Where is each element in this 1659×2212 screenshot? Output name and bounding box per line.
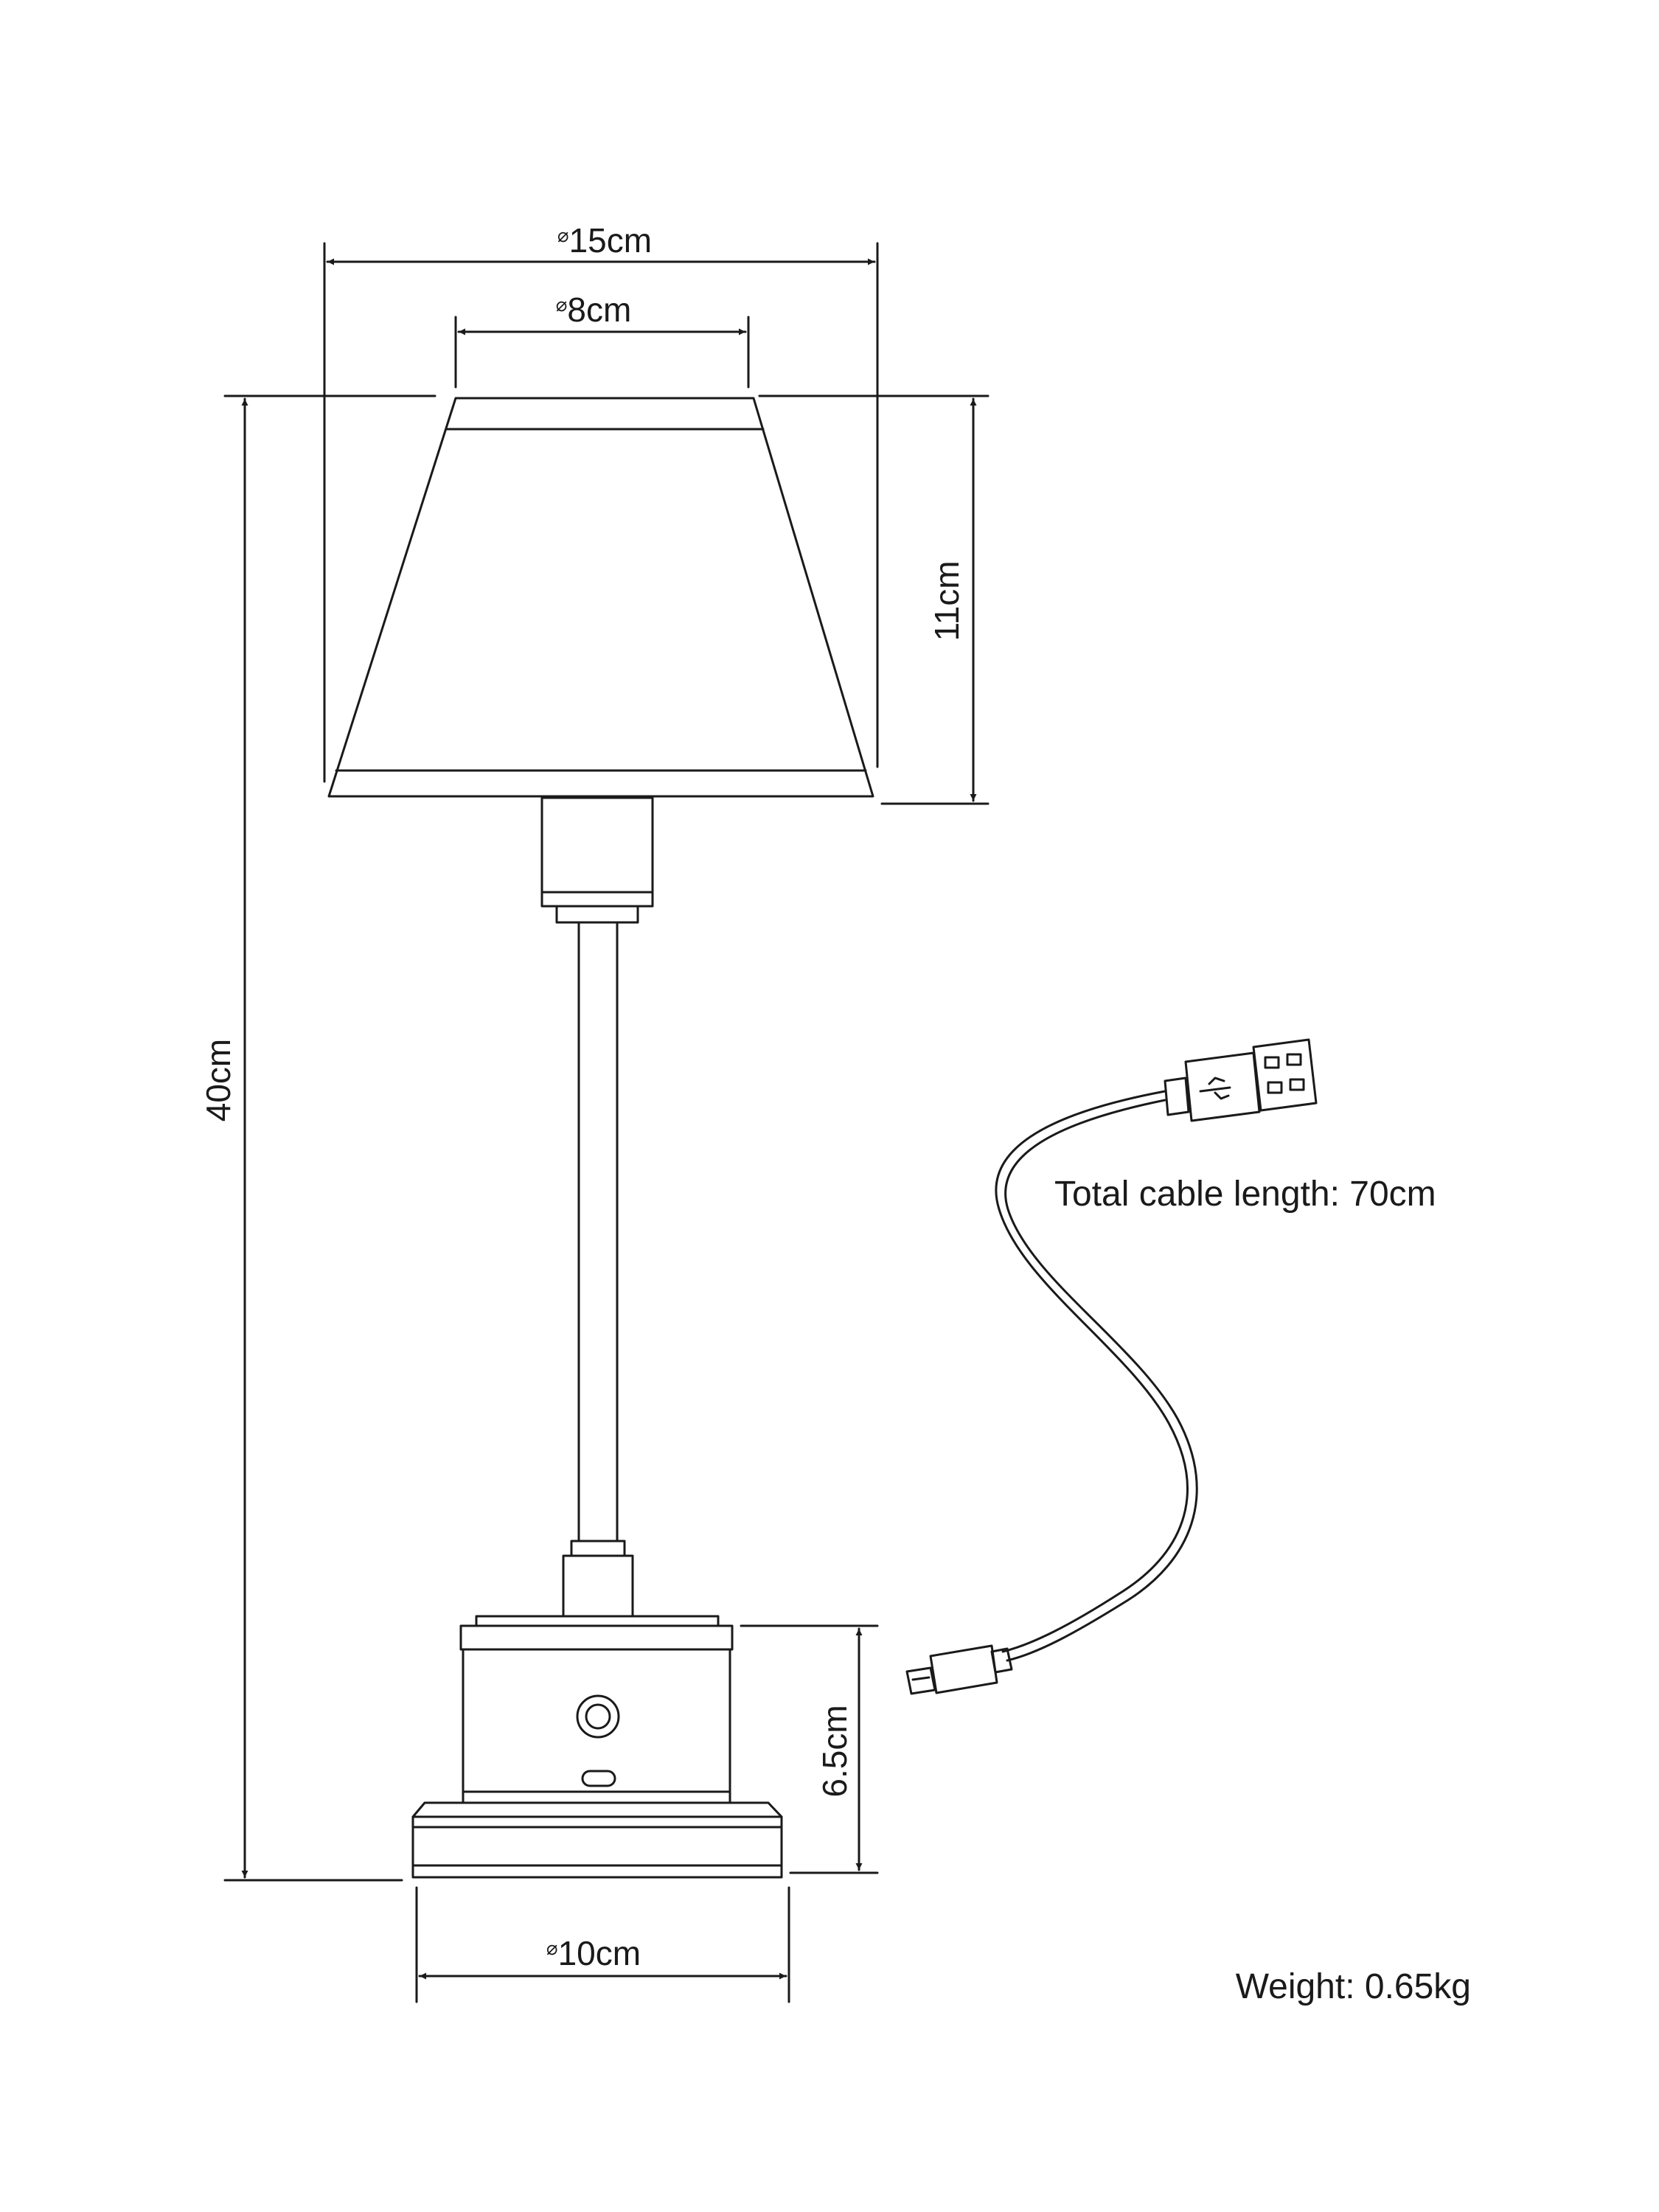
lamp-stem xyxy=(562,921,634,1618)
label-base-height: 6.5cm xyxy=(815,1705,854,1797)
label-total-height: 40cm xyxy=(199,1039,237,1121)
label-shade-height: 11cm xyxy=(928,560,966,641)
dimension-shade-bottom-diameter xyxy=(323,242,879,783)
dimension-base-diameter xyxy=(415,1886,790,2003)
power-button-icon xyxy=(576,1694,620,1739)
lamp-base xyxy=(411,1615,783,1879)
dimension-total-height xyxy=(223,394,437,1882)
lamp-shade xyxy=(327,397,874,798)
usb-c-connector-icon xyxy=(905,1644,1013,1695)
lamp-neck xyxy=(540,796,654,924)
dimension-shade-top-diameter xyxy=(454,316,750,389)
label-shade-top-diameter: ⌀8cm xyxy=(556,291,632,329)
dimension-shade-height xyxy=(758,394,990,805)
weight-note: Weight: 0.65kg xyxy=(1236,1967,1471,2006)
cable-length-note: Total cable length: 70cm xyxy=(1054,1175,1436,1214)
label-base-diameter: ⌀10cm xyxy=(546,1934,641,1972)
label-shade-bottom-diameter: ⌀15cm xyxy=(557,221,652,260)
usb-a-connector-icon xyxy=(1164,1038,1318,1122)
charging-port-icon xyxy=(581,1770,616,1787)
dimension-base-height xyxy=(740,1624,879,1874)
charging-cable xyxy=(995,1090,1198,1662)
